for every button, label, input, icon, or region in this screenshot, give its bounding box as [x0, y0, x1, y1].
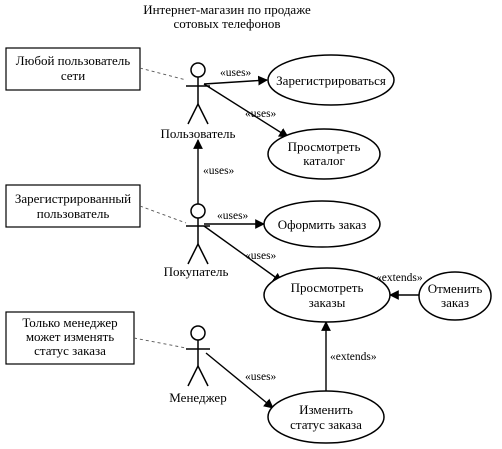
label-uses-view-orders: «uses»: [245, 250, 277, 262]
actor-manager-label: Менеджер: [169, 390, 226, 405]
svg-text:Только менеджер: Только менеджер: [22, 315, 117, 330]
actor-user-icon: [186, 62, 210, 125]
note-connector-any-user: [139, 67, 187, 81]
svg-text:может изменять: может изменять: [26, 329, 114, 344]
svg-text:Зарегистрированный: Зарегистрированный: [15, 191, 131, 206]
diagram-title-line-1: Интернет-магазин по продаже: [143, 2, 311, 17]
actor-buyer-label: Покупатель: [164, 264, 229, 279]
svg-text:статус заказа: статус заказа: [290, 417, 362, 432]
label-extends-cancel: «extends»: [376, 272, 423, 284]
label-uses-place-order: «uses»: [217, 210, 249, 222]
note-manager-only: Только менеджер может изменять статус за…: [5, 311, 135, 365]
svg-text:Отменить: Отменить: [428, 281, 483, 296]
note-any-user: Любой пользователь сети: [5, 47, 141, 91]
relation-user-browse: [203, 83, 289, 138]
use-case-view-orders: Просмотреть заказы: [263, 267, 391, 323]
svg-text:заказы: заказы: [309, 295, 346, 310]
note-registered-user: Зарегистрированный пользователь: [5, 184, 141, 228]
relation-manager-change-status: [205, 352, 274, 409]
svg-text:пользователь: пользователь: [37, 206, 110, 221]
label-uses-browse: «uses»: [245, 108, 277, 120]
svg-text:Зарегистрироваться: Зарегистрироваться: [276, 73, 386, 88]
label-uses-manager: «uses»: [245, 371, 277, 383]
svg-text:статус заказа: статус заказа: [34, 343, 106, 358]
label-uses-register: «uses»: [220, 67, 252, 79]
use-case-register: Зарегистрироваться: [267, 54, 395, 106]
svg-text:Оформить заказ: Оформить заказ: [278, 217, 367, 232]
label-extends-change: «extends»: [330, 351, 377, 363]
svg-text:Любой пользователь: Любой пользователь: [16, 53, 130, 68]
svg-text:каталог: каталог: [303, 153, 345, 168]
use-case-browse-catalog: Просмотреть каталог: [267, 128, 381, 180]
use-case-change-status: Изменить статус заказа: [267, 390, 385, 444]
label-uses-buyer-user: «uses»: [203, 165, 235, 177]
svg-text:Просмотреть: Просмотреть: [288, 139, 361, 154]
diagram-title-line-2: сотовых телефонов: [173, 16, 280, 31]
svg-text:заказ: заказ: [441, 295, 469, 310]
actor-manager-icon: [186, 325, 210, 387]
use-case-place-order: Оформить заказ: [263, 200, 381, 248]
relation-user-register: [203, 75, 268, 86]
note-connector-manager: [133, 337, 187, 349]
actor-buyer-icon: [186, 203, 210, 265]
relation-buyer-view-orders: [203, 225, 283, 283]
svg-text:Изменить: Изменить: [299, 402, 353, 417]
note-connector-registered: [139, 205, 187, 224]
actor-user-label: Пользователь: [161, 126, 236, 141]
svg-text:сети: сети: [61, 68, 85, 83]
use-case-cancel-order: Отменить заказ: [418, 271, 492, 321]
svg-text:Просмотреть: Просмотреть: [291, 280, 364, 295]
